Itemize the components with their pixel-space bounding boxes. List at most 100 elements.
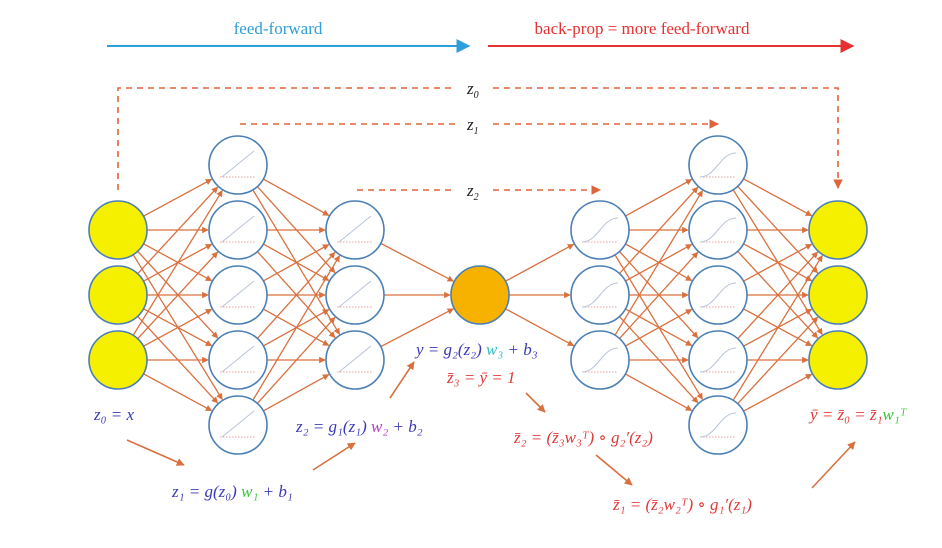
equation-arrows — [126, 361, 856, 489]
eq-y-weight: w₃ — [486, 340, 503, 359]
edge-l2-n2-to-l3-n0 — [380, 308, 454, 348]
edge-l5-n4-to-l6-n0 — [732, 254, 823, 401]
feed-forward-label: feed-forward — [234, 19, 323, 38]
skip-labels: z0 z1 z2 — [466, 79, 479, 203]
feed-forward-header: feed-forward — [107, 19, 471, 53]
back-prop-header: back-prop = more feed-forward — [488, 19, 855, 53]
arrow-z2-to-y — [389, 361, 415, 399]
edge-l1-n4-to-l2-n1 — [256, 316, 336, 404]
edge-l5-n0-to-l6-n0 — [743, 178, 813, 217]
network-edges — [132, 178, 823, 412]
edge-l0-n2-to-l1-n1 — [137, 251, 219, 340]
eq-z0: z₀ = x — [93, 405, 134, 424]
hidden-node-l5-n4 — [688, 395, 748, 455]
eq-zbar1: z̄₁ = (z̄₂w₂ᵀ) ∘ g₁′(z₁) — [612, 495, 752, 514]
edge-l1-n2-to-l2-n0 — [263, 244, 330, 282]
input-node-l0-n1 — [88, 265, 148, 325]
arrow-zbar1-to-ybar — [811, 441, 856, 489]
network-nodes — [88, 135, 868, 455]
edge-l0-n2-to-l1-n2 — [143, 308, 213, 347]
skip-connections — [117, 87, 843, 195]
edge-l1-n4-to-l2-n2 — [263, 374, 330, 412]
skip-z0-line-right — [493, 87, 843, 189]
output-node-l6-n0 — [808, 200, 868, 260]
arrow-zbar3-to-zbar2 — [525, 392, 546, 413]
edge-l0-n0-to-l1-n0 — [143, 178, 213, 217]
activation-curve — [581, 217, 619, 243]
hidden-node-l5-n1 — [688, 200, 748, 260]
hidden-node-l1-n3 — [208, 330, 268, 390]
activation-curve — [699, 152, 737, 178]
activation-curve — [699, 412, 737, 438]
output-node-l6-n2 — [808, 330, 868, 390]
skip-z0-label: z0 — [466, 79, 479, 101]
input-node-l0-n2 — [88, 330, 148, 390]
hidden-node-l5-n3 — [688, 330, 748, 390]
skip-z2-label: z2 — [466, 181, 479, 203]
edge-l4-n1-to-l5-n0 — [619, 186, 699, 274]
hidden-node-l1-n1 — [208, 200, 268, 260]
arrow-z1-to-z2 — [312, 442, 356, 471]
eq-z1: z₁ = g(z₀) w₁ + b₁ — [171, 482, 293, 501]
eq-z1-weight: w₁ — [241, 482, 258, 501]
activation-curve — [221, 215, 255, 243]
hidden-node-l1-n0 — [208, 135, 268, 195]
edge-l4-n2-to-l5-n2 — [625, 308, 693, 347]
bottleneck-node-l3-n0 — [450, 265, 510, 325]
activation-curve — [699, 282, 737, 308]
edge-l3-n0-to-l4-n0 — [505, 243, 575, 282]
input-node-l0-n0 — [88, 200, 148, 260]
edge-l5-n4-to-l6-n1 — [737, 316, 819, 405]
hidden-node-l2-n1 — [325, 265, 385, 325]
edge-l3-n0-to-l4-n2 — [505, 308, 575, 347]
activation-curve — [581, 282, 619, 308]
activation-curve — [581, 347, 619, 373]
edge-l4-n2-to-l5-n1 — [619, 251, 699, 339]
eq-zbar2: z̄₂ = (z̄₃w₃ᵀ) ∘ g₂′(z₂) — [513, 428, 653, 447]
activation-curve — [699, 347, 737, 373]
eq-y: y = g₂(z₂) w₃ + b₃ — [414, 340, 538, 359]
arrow-z0-to-z1 — [126, 439, 185, 466]
edge-l0-n2-to-l1-n4 — [143, 373, 213, 412]
arrow-zbar2-to-zbar1 — [595, 454, 633, 486]
back-prop-label: back-prop = more feed-forward — [535, 19, 750, 38]
eq-ybar: ȳ = z̄₀ = z̄₁w₁ᵀ — [808, 405, 907, 424]
edge-l0-n1-to-l1-n0 — [137, 186, 219, 275]
output-node-l6-n1 — [808, 265, 868, 325]
skip-z0-line-left — [117, 87, 456, 190]
edge-l2-n0-to-l3-n0 — [380, 242, 454, 282]
hidden-node-l2-n2 — [325, 330, 385, 390]
eq-z2: z₂ = g₁(z₁) w₂ + b₂ — [295, 417, 423, 436]
hidden-node-l5-n2 — [688, 265, 748, 325]
hidden-node-l1-n4 — [208, 395, 268, 455]
edge-l5-n2-to-l6-n0 — [743, 243, 813, 282]
activation-curve — [221, 280, 255, 308]
activation-curve — [338, 280, 372, 308]
edge-l4-n2-to-l5-n4 — [625, 373, 693, 412]
skip-z1-label: z1 — [466, 115, 479, 137]
edge-l5-n3-to-l6-n0 — [737, 251, 819, 340]
activation-curve — [221, 345, 255, 373]
edge-l5-n4-to-l6-n2 — [743, 373, 813, 412]
eq-z2-weight: w₂ — [371, 417, 388, 436]
activation-curve — [338, 215, 372, 243]
edge-l1-n4-to-l2-n0 — [252, 255, 341, 401]
eq-ybar-weight: w₁ᵀ — [883, 405, 907, 424]
edge-l1-n3-to-l2-n0 — [256, 251, 336, 339]
hidden-node-l1-n2 — [208, 265, 268, 325]
hidden-node-l4-n2 — [570, 330, 630, 390]
eq-zbar3: z̄₃ = ȳ = 1 — [446, 368, 516, 387]
activation-curve — [221, 150, 255, 178]
hidden-node-l2-n0 — [325, 200, 385, 260]
activation-curve — [338, 345, 372, 373]
hidden-node-l4-n0 — [570, 200, 630, 260]
hidden-node-l4-n1 — [570, 265, 630, 325]
activation-curve — [221, 410, 255, 438]
hidden-node-l5-n0 — [688, 135, 748, 195]
activation-curve — [699, 217, 737, 243]
edge-l4-n0-to-l5-n0 — [625, 178, 693, 217]
edge-l4-n2-to-l5-n0 — [614, 190, 704, 336]
edge-l1-n0-to-l2-n0 — [263, 178, 330, 216]
edge-l0-n2-to-l1-n0 — [132, 189, 223, 336]
